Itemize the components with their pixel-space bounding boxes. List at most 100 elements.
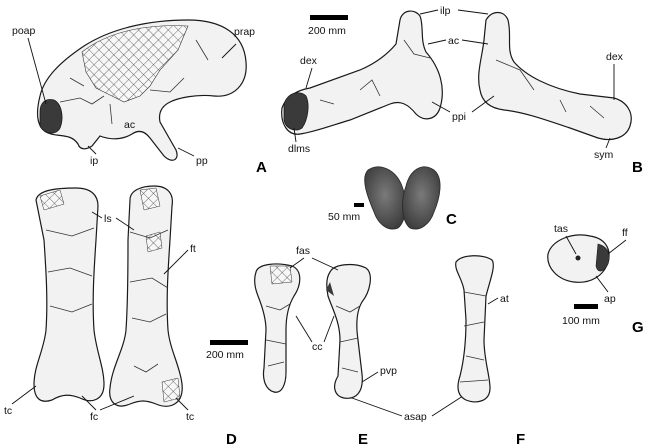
labels-b: ilp ac dex dex ppi dlms sym: [288, 5, 624, 161]
astragalus-pit-g: [575, 255, 581, 261]
pubis-right-b: [478, 11, 632, 141]
leader-tc-r: [175, 397, 189, 411]
label-dex-right: dex: [606, 51, 624, 63]
leader-ppi-l: [431, 101, 451, 113]
femur-right-d: [109, 185, 183, 407]
leader-ip: [87, 145, 97, 155]
photo-right-c: [402, 166, 441, 230]
leader-ft: [163, 249, 189, 275]
label-cc: cc: [312, 341, 323, 353]
leader-sym: [605, 137, 611, 149]
leader-fc-l: [81, 395, 97, 411]
leader-cc-l: [295, 315, 313, 343]
panel-letter-b: B: [632, 159, 643, 176]
scale-bar-b: [310, 15, 348, 20]
femur-left-d: [33, 187, 105, 402]
femur-left-hatch-d: [39, 189, 65, 211]
leader-ff: [607, 239, 627, 255]
leader-prap: [221, 43, 237, 59]
leader-ac-l: [427, 39, 447, 45]
femur-right-hatch-d: [139, 187, 181, 403]
leader-poap: [27, 37, 47, 105]
labels-d: ls ft tc fc tc: [4, 211, 196, 423]
labels-f: at: [487, 293, 509, 305]
hatched-reconstruction-a: [81, 25, 189, 103]
label-dlms: dlms: [288, 143, 310, 155]
label-ap: ap: [604, 293, 616, 305]
scale-label-g: 100 mm: [562, 315, 600, 327]
label-dex-left: dex: [300, 55, 318, 67]
leader-ap: [595, 275, 609, 293]
leader-ppi-r: [471, 95, 495, 113]
astragalus-ff-g: [595, 243, 610, 272]
scale-bar-d: [210, 340, 248, 345]
tibia-left-e: [254, 263, 301, 393]
panel-b: 200 mm ilp ac dex dex ppi dlms sym B: [281, 5, 643, 176]
panel-letter-a: A: [256, 159, 267, 176]
leader-fas-r: [311, 257, 339, 271]
scale-bar-c: [354, 203, 364, 207]
panel-letter-c: C: [446, 211, 457, 228]
pubis-left-b: [281, 10, 443, 135]
label-ls: ls: [104, 213, 112, 225]
tibia-right-e: [326, 263, 371, 399]
label-fas: fas: [296, 245, 310, 257]
cracks-b: [319, 39, 605, 119]
leader-pvp: [361, 371, 379, 383]
label-tc-left: tc: [4, 405, 12, 417]
label-ilp: ilp: [440, 5, 451, 17]
panel-letter-g: G: [632, 319, 644, 336]
leader-ls-l: [91, 211, 103, 219]
label-asap: asap: [404, 411, 427, 423]
leader-ilp-l: [419, 9, 439, 15]
leader-asap-f: [431, 393, 467, 417]
cracks-d: [45, 227, 169, 373]
leader-tas: [565, 235, 577, 255]
panel-e: fas cc pvp asap E: [254, 245, 467, 448]
photo-left-c: [364, 166, 406, 230]
label-tc-right: tc: [186, 411, 194, 423]
label-fc: fc: [90, 411, 98, 423]
leader-ac-r: [461, 39, 489, 45]
label-at: at: [500, 293, 509, 305]
labels-a: poap prap ac ip pp: [12, 25, 255, 167]
labels-e: fas cc pvp asap: [289, 245, 467, 423]
label-sym: sym: [594, 149, 614, 161]
leader-ilp-r: [457, 9, 489, 15]
scale-label-c: 50 mm: [328, 211, 360, 223]
label-poap: poap: [12, 25, 36, 37]
leader-at: [487, 297, 499, 305]
label-pp: pp: [196, 155, 208, 167]
panel-d: 200 mm ls ft tc fc tc D: [4, 185, 248, 448]
scale-label-d: 200 mm: [206, 349, 244, 361]
dlms-dark-b: [283, 92, 309, 131]
leader-dlms: [293, 127, 297, 143]
scale-bar-g: [574, 304, 598, 309]
tibia-right-dark-e: [326, 282, 334, 296]
cracks-e: [265, 303, 361, 373]
label-ft: ft: [190, 243, 196, 255]
leader-fc-r: [99, 395, 135, 411]
panel-f: at F: [455, 255, 525, 448]
labels-g: tas ff ap: [554, 223, 628, 305]
leader-dex-l: [305, 67, 313, 89]
leader-asap-e: [351, 397, 403, 417]
panel-a: poap prap ac ip pp A: [12, 19, 267, 176]
leader-fas-l: [289, 257, 305, 269]
scale-label-b: 200 mm: [308, 25, 346, 37]
tibia-left-hatch-e: [269, 265, 293, 285]
leader-cc-r: [323, 315, 335, 343]
leader-tc-l: [11, 385, 37, 405]
leader-ls-r: [115, 217, 135, 231]
panel-c: 50 mm C: [328, 166, 457, 230]
leader-pp: [177, 147, 195, 157]
poap-dark-a: [39, 99, 63, 134]
label-pvp: pvp: [380, 365, 397, 377]
panel-letter-d: D: [226, 431, 237, 448]
label-tas: tas: [554, 223, 568, 235]
label-ppi: ppi: [452, 111, 466, 123]
label-ac-a: ac: [124, 119, 135, 131]
cracks-f: [459, 291, 489, 383]
